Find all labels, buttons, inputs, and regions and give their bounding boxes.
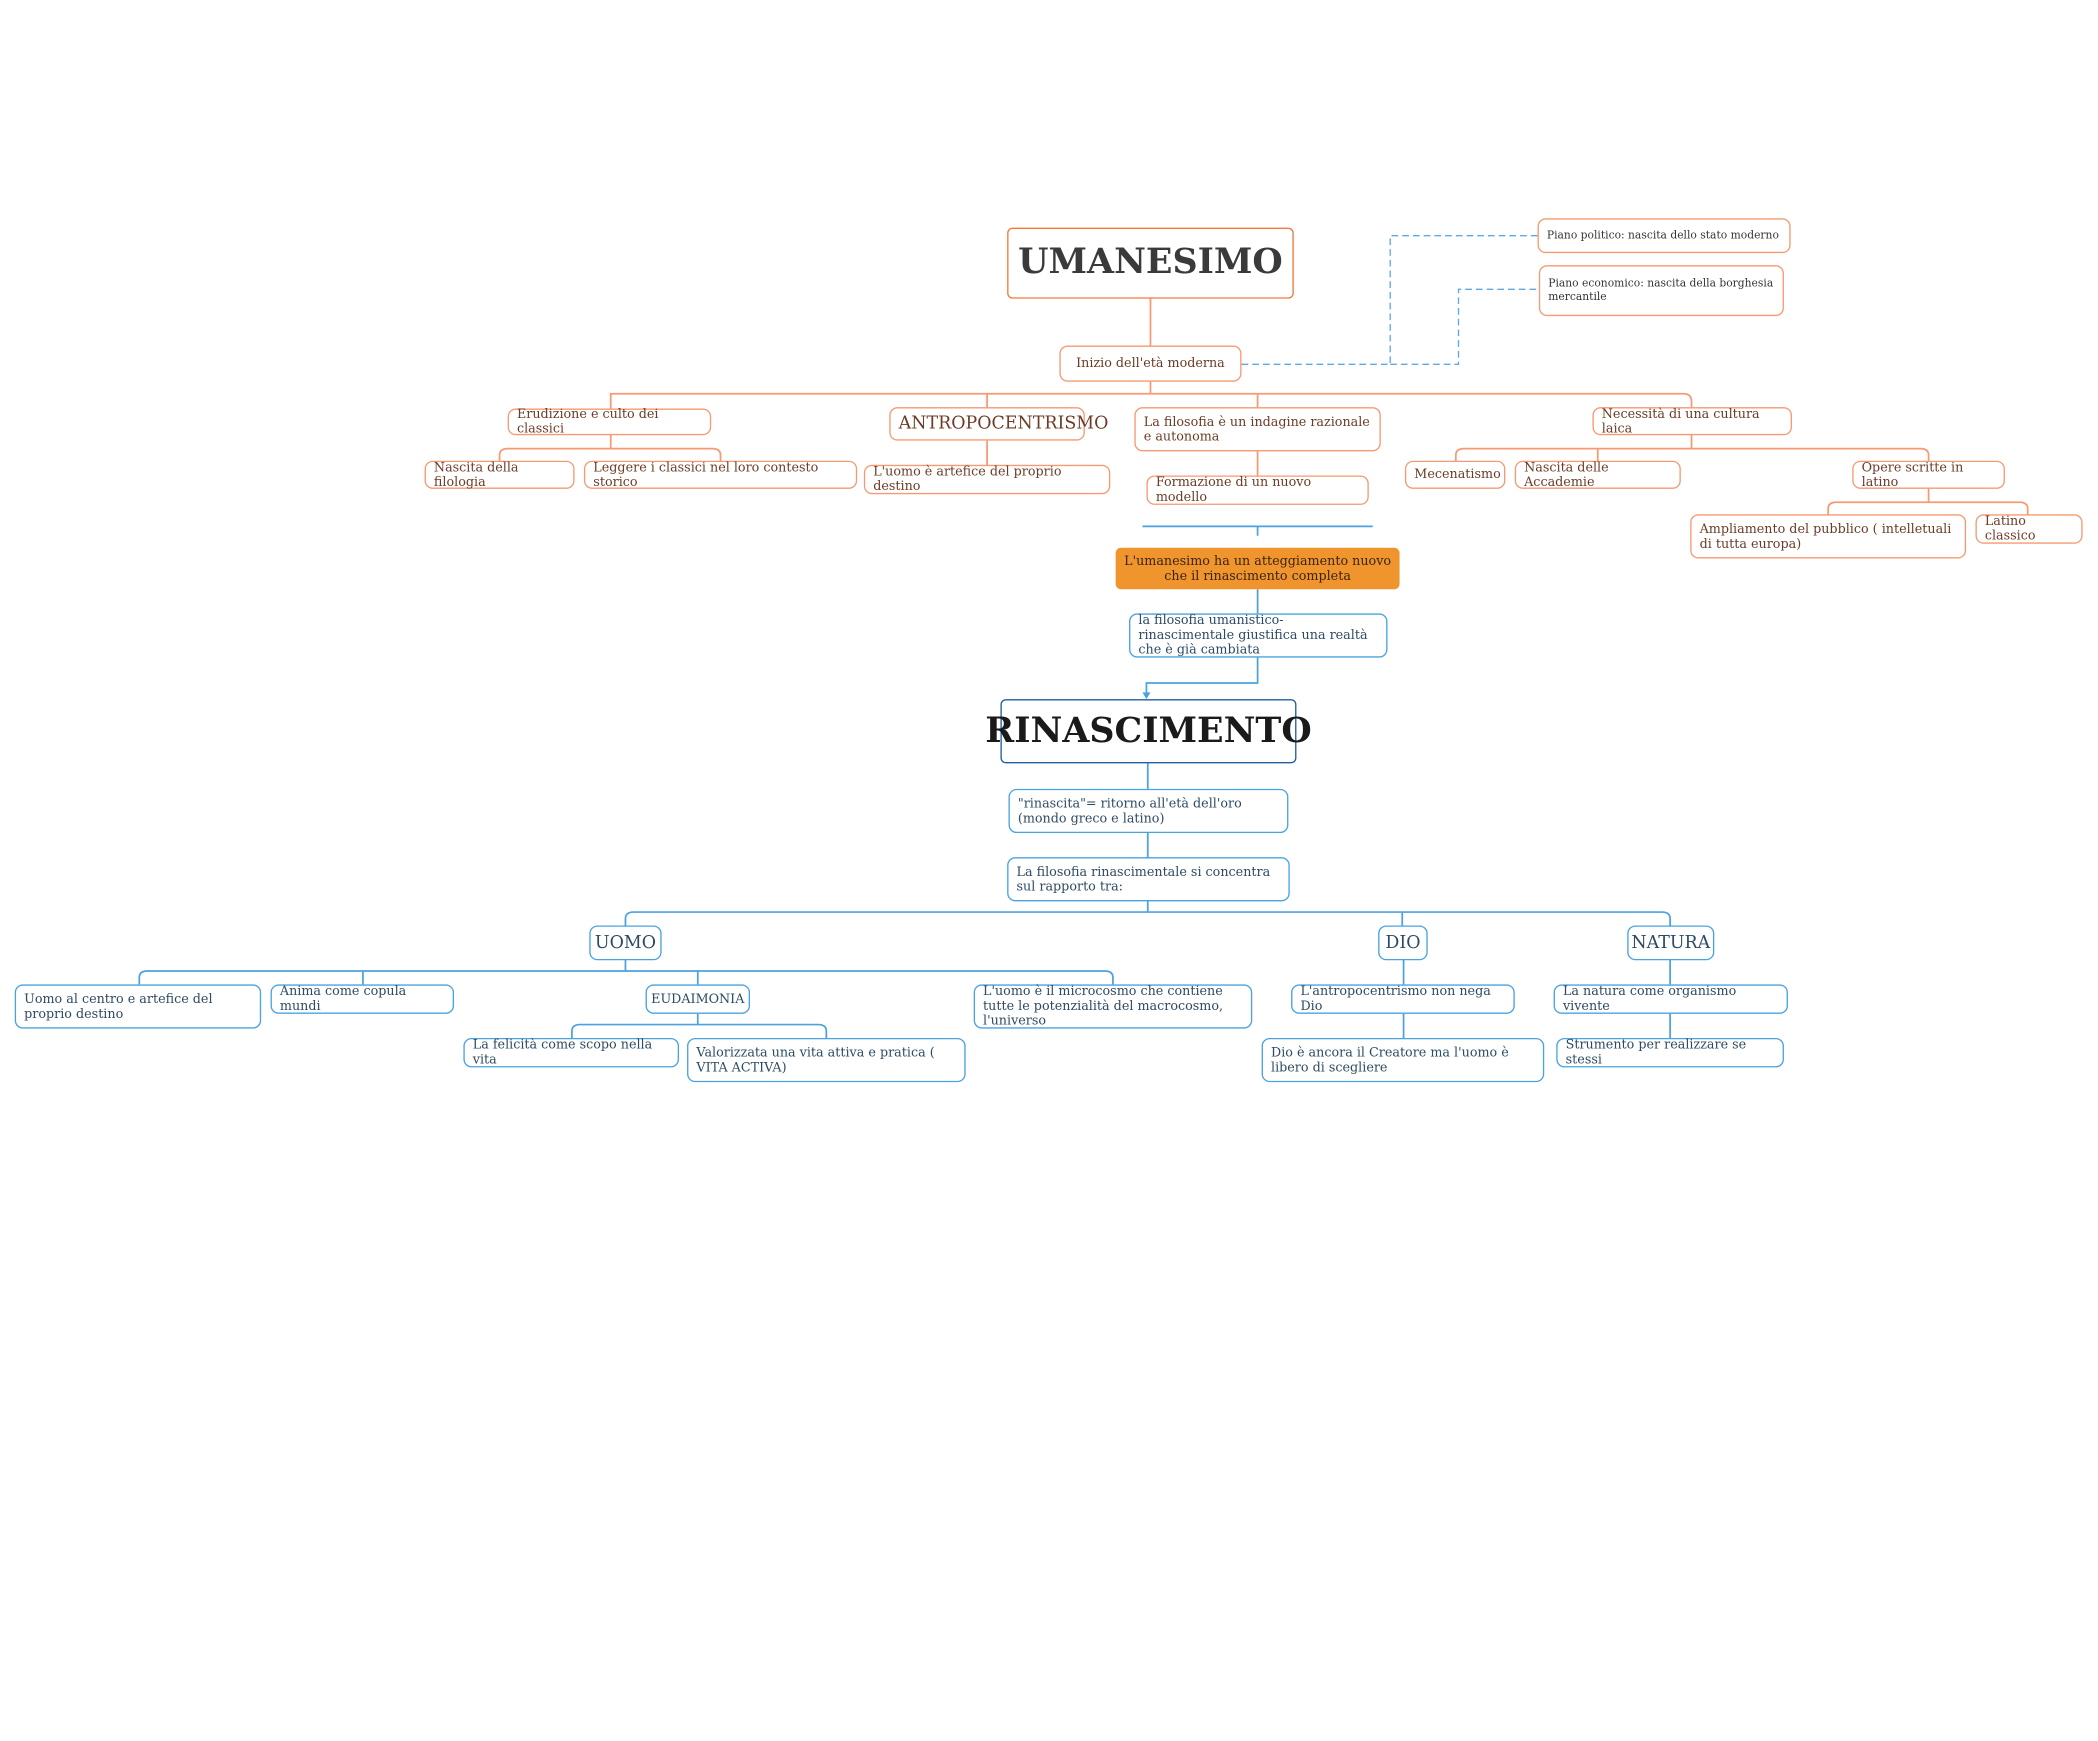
organismo-vivente-text: La natura come organismo vivente [1562, 984, 1737, 1014]
ampliamento-pubblico-node[interactable]: Ampliamento del pubblico ( intelletuali … [1690, 514, 1967, 559]
atteggiamento-text: L'umanesimo ha un atteggiamento nuovo ch… [1124, 553, 1392, 584]
nuovo-modello-node[interactable]: Formazione di un nuovo modello [1146, 475, 1369, 505]
natura-node[interactable]: NATURA [1627, 925, 1715, 961]
uomo-centro-text: Uomo al centro e artefice del proprio de… [24, 991, 213, 1022]
vita-attiva-node[interactable]: Valorizzata una vita attiva e pratica ( … [687, 1037, 966, 1083]
natura-text: NATURA [1631, 932, 1711, 953]
opere-latino-text: Opere scritte in latino [1861, 460, 1964, 490]
organismo-vivente-node[interactable]: La natura come organismo vivente [1553, 984, 1788, 1014]
concentra-rapporto-text: La filosofia rinascimentale si concentra… [1016, 864, 1271, 894]
artefice-destino-text: L'uomo è artefice del proprio destino [873, 464, 1062, 495]
piano-economico-node[interactable]: Piano economico: nascita della borghesia… [1538, 265, 1784, 317]
rinascita-node[interactable]: "rinascita"= ritorno all'età dell'oro (m… [1008, 788, 1289, 834]
microcosmo-node[interactable]: L'uomo è il microcosmo che contiene tutt… [973, 984, 1253, 1029]
erudizione-node[interactable]: Erudizione e culto dei classici [507, 407, 712, 437]
artefice-destino-node[interactable]: L'uomo è artefice del proprio destino [863, 464, 1111, 495]
accademie-text: Nascita delle Accademie [1524, 460, 1609, 490]
umanesimo-title-text: UMANESIMO [1018, 242, 1283, 283]
leggere-classici-text: Leggere i classici nel loro contesto sto… [593, 460, 819, 490]
leggere-classici-node[interactable]: Leggere i classici nel loro contesto sto… [583, 460, 858, 490]
felicita-text: La felicità come scopo nella vita [472, 1037, 653, 1068]
inizio-eta-moderna-text: Inizio dell'età moderna [1076, 356, 1225, 371]
latino-classico-node[interactable]: Latino classico [1975, 514, 2083, 544]
piano-politico-text: Piano politico: nascita dello stato mode… [1546, 229, 1779, 242]
ampliamento-pubblico-text: Ampliamento del pubblico ( intelletuali … [1699, 521, 1952, 552]
accademie-node[interactable]: Nascita delle Accademie [1514, 460, 1681, 490]
eudaimonia-node[interactable]: EUDAIMONIA [645, 984, 751, 1014]
connector-lines [138, 235, 2029, 1040]
microcosmo-text: L'uomo è il microcosmo che contiene tutt… [983, 984, 1224, 1029]
strumento-text: Strumento per realizzare se stessi [1565, 1037, 1747, 1068]
piano-economico-text: Piano economico: nascita della borghesia… [1548, 277, 1774, 303]
uomo-node[interactable]: UOMO [589, 925, 662, 961]
mecenatismo-node[interactable]: Mecenatismo [1404, 460, 1506, 489]
rinascita-text: "rinascita"= ritorno all'età dell'oro (m… [1017, 796, 1242, 826]
uomo-centro-node[interactable]: Uomo al centro e artefice del proprio de… [14, 984, 262, 1029]
felicita-node[interactable]: La felicità come scopo nella vita [463, 1037, 680, 1068]
copula-mundi-node[interactable]: Anima come copula mundi [270, 984, 455, 1014]
antropocentrismo-node[interactable]: ANTROPOCENTRISMO [889, 407, 1108, 441]
umanesimo-title[interactable]: UMANESIMO [1007, 227, 1294, 299]
dio-text: DIO [1385, 932, 1421, 953]
nuovo-modello-text: Formazione di un nuovo modello [1155, 475, 1312, 505]
cultura-laica-text: Necessità di una cultura laica [1601, 406, 1760, 436]
uomo-text: UOMO [594, 932, 656, 953]
opere-latino-node[interactable]: Opere scritte in latino [1852, 460, 2005, 490]
non-nega-dio-node[interactable]: L'antropocentrismo non nega Dio [1291, 984, 1515, 1014]
creatore-node[interactable]: Dio è ancora il Creatore ma l'uomo è lib… [1261, 1037, 1545, 1083]
filosofia-indagine-node[interactable]: La filosofia è un indagine razionale e a… [1134, 407, 1381, 452]
piano-politico-node[interactable]: Piano politico: nascita dello stato mode… [1537, 218, 1791, 254]
cultura-laica-node[interactable]: Necessità di una cultura laica [1592, 406, 1792, 436]
latino-classico-text: Latino classico [1984, 514, 2036, 544]
rinascimento-title[interactable]: RINASCIMENTO [985, 699, 1312, 764]
atteggiamento-highlight-node[interactable]: L'umanesimo ha un atteggiamento nuovo ch… [1115, 547, 1400, 590]
erudizione-text: Erudizione e culto dei classici [516, 407, 659, 437]
rinascimento-title-text: RINASCIMENTO [985, 710, 1312, 751]
mecenatismo-text: Mecenatismo [1414, 467, 1501, 483]
dio-node[interactable]: DIO [1378, 925, 1428, 961]
vita-attiva-text: Valorizzata una vita attiva e pratica ( … [696, 1045, 935, 1075]
eudaimonia-text: EUDAIMONIA [651, 991, 745, 1007]
filosofia-indagine-text: La filosofia è un indagine razionale e a… [1143, 414, 1370, 444]
creatore-text: Dio è ancora il Creatore ma l'uomo è lib… [1270, 1045, 1509, 1075]
copula-mundi-text: Anima come copula mundi [279, 984, 407, 1014]
giustifica-realta-text: la filosofia umanistico-rinascimentale g… [1138, 613, 1368, 658]
strumento-node[interactable]: Strumento per realizzare se stessi [1556, 1037, 1784, 1068]
antropocentrismo-text: ANTROPOCENTRISMO [898, 413, 1109, 434]
non-nega-dio-text: L'antropocentrismo non nega Dio [1300, 984, 1491, 1014]
giustifica-realta-node[interactable]: la filosofia umanistico-rinascimentale g… [1129, 613, 1388, 658]
concentra-rapporto-node[interactable]: La filosofia rinascimentale si concentra… [1007, 857, 1290, 902]
filologia-text: Nascita della filologia [433, 460, 519, 490]
filologia-node[interactable]: Nascita della filologia [424, 460, 575, 490]
inizio-eta-moderna-node[interactable]: Inizio dell'età moderna [1059, 345, 1242, 382]
